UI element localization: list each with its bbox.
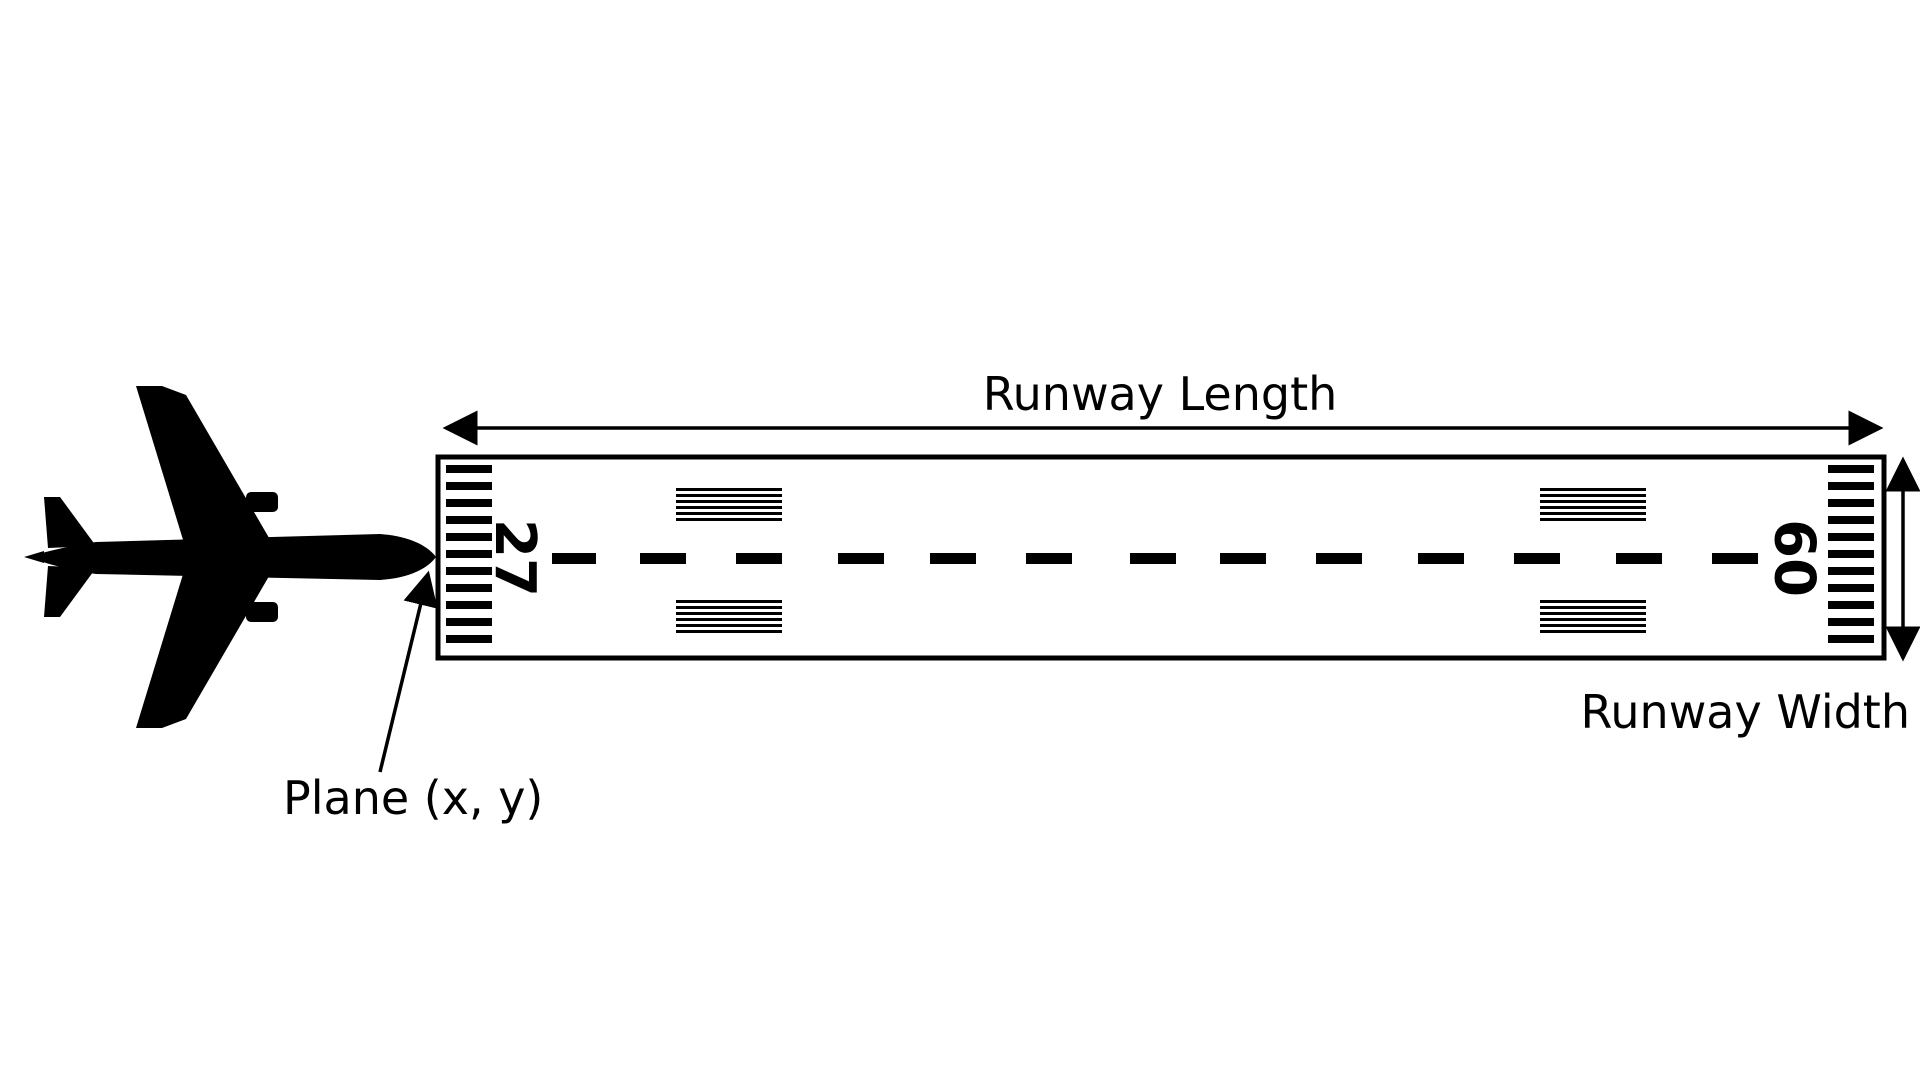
touchdown-markings-left <box>676 488 782 633</box>
plane-position-pointer <box>378 570 438 773</box>
centerline <box>552 553 1758 564</box>
threshold-markings-right <box>1828 465 1874 643</box>
runway-designator-left: 27 <box>482 519 547 597</box>
runway-width-label: Runway Width <box>1580 685 1910 739</box>
plane-position-label: Plane (x, y) <box>283 771 543 825</box>
airplane-silhouette-icon <box>24 386 436 728</box>
touchdown-markings-right <box>1540 488 1646 633</box>
runway-length-label: Runway Length <box>983 367 1338 421</box>
runway-designator-right: 09 <box>1765 519 1830 597</box>
threshold-markings-left <box>446 465 492 643</box>
